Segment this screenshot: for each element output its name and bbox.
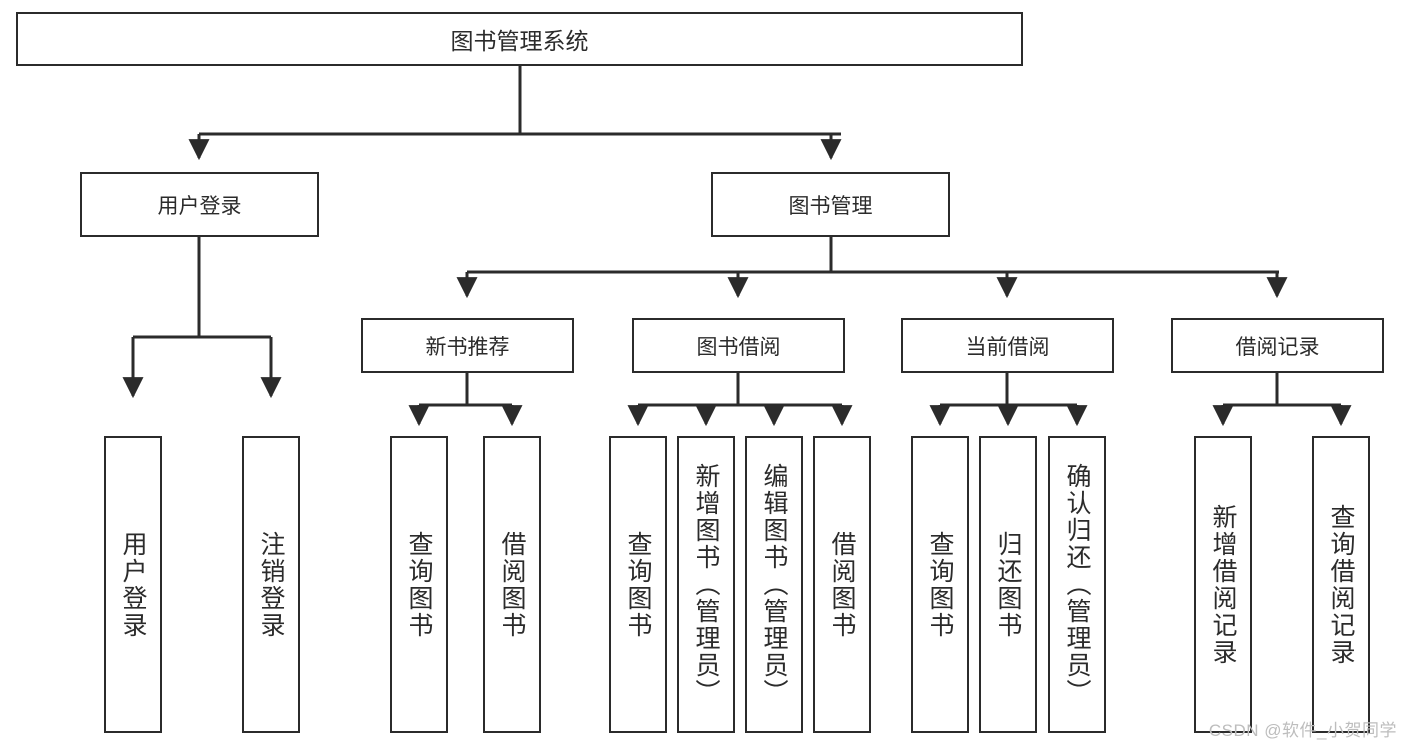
node-label: 归还图书 — [994, 530, 1022, 639]
node-book-management[interactable]: 图书管理 — [711, 172, 950, 237]
node-label: 当前借阅 — [965, 335, 1050, 359]
leaf-recommend-query-book[interactable]: 查询图书 — [390, 436, 448, 733]
leaf-current-return-book[interactable]: 归还图书 — [979, 436, 1037, 733]
node-label: 注销登录 — [257, 530, 285, 639]
node-label: 用户登录 — [157, 194, 242, 218]
leaf-borrow-edit-book-admin[interactable]: 编辑图书（管理员） — [745, 436, 803, 733]
leaf-recommend-borrow-book[interactable]: 借阅图书 — [483, 436, 541, 733]
leaf-record-add-record[interactable]: 新增借阅记录 — [1194, 436, 1252, 733]
node-label: 图书管理系统 — [450, 28, 589, 54]
node-label: 图书管理 — [788, 194, 873, 218]
node-label: 确认归还（管理员） — [1063, 463, 1091, 706]
node-label: 借阅图书 — [498, 530, 526, 639]
leaf-record-query-record[interactable]: 查询借阅记录 — [1312, 436, 1370, 733]
leaf-borrow-add-book-admin[interactable]: 新增图书（管理员） — [677, 436, 735, 733]
leaf-user-logout[interactable]: 注销登录 — [242, 436, 300, 733]
node-label: 查询借阅记录 — [1327, 503, 1355, 666]
node-label: 借阅记录 — [1235, 335, 1320, 359]
node-label: 编辑图书（管理员） — [760, 463, 788, 706]
node-label: 查询图书 — [405, 530, 433, 639]
node-book-borrow[interactable]: 图书借阅 — [632, 318, 845, 373]
node-root-system[interactable]: 图书管理系统 — [16, 12, 1023, 66]
node-label: 新书推荐 — [425, 335, 510, 359]
leaf-current-confirm-return-admin[interactable]: 确认归还（管理员） — [1048, 436, 1106, 733]
leaf-borrow-query-book[interactable]: 查询图书 — [609, 436, 667, 733]
node-label: 借阅图书 — [828, 530, 856, 639]
node-label: 图书借阅 — [696, 335, 781, 359]
node-label: 查询图书 — [624, 530, 652, 639]
node-label: 查询图书 — [926, 530, 954, 639]
node-label: 新增借阅记录 — [1209, 503, 1237, 666]
csdn-watermark: CSDN @软件_小贺同学 — [1208, 721, 1397, 740]
leaf-user-login[interactable]: 用户登录 — [104, 436, 162, 733]
leaf-borrow-borrow-book[interactable]: 借阅图书 — [813, 436, 871, 733]
node-borrow-record[interactable]: 借阅记录 — [1171, 318, 1384, 373]
node-current-borrow[interactable]: 当前借阅 — [901, 318, 1114, 373]
node-user-login[interactable]: 用户登录 — [80, 172, 319, 237]
node-new-book-recommend[interactable]: 新书推荐 — [361, 318, 574, 373]
leaf-current-query-book[interactable]: 查询图书 — [911, 436, 969, 733]
node-label: 用户登录 — [119, 530, 147, 639]
node-label: 新增图书（管理员） — [692, 463, 720, 706]
